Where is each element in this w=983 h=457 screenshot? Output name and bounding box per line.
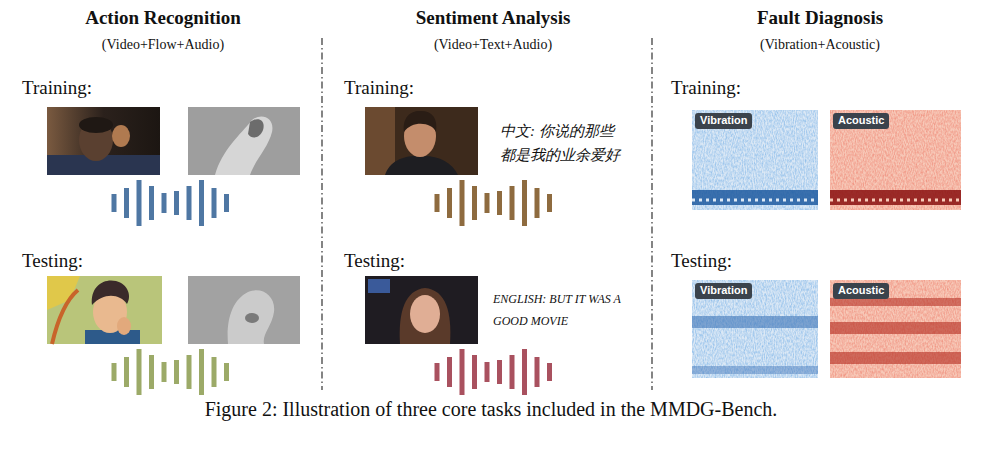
phase-label: Training: xyxy=(671,77,741,99)
cartoon-hair xyxy=(92,280,129,305)
spectrogram-ground xyxy=(830,280,961,378)
spectrogram-panel: Vibration xyxy=(692,280,818,378)
photo-ground xyxy=(47,107,160,175)
spectrogram-band xyxy=(692,190,818,205)
audio-waveform xyxy=(435,180,553,226)
divider-line xyxy=(651,38,652,390)
flow-shape xyxy=(248,119,264,137)
photo-head xyxy=(410,295,440,333)
photo-sign xyxy=(368,279,390,293)
spectrogram-streak xyxy=(830,199,961,202)
spectrogram-panel: Vibration xyxy=(692,110,818,210)
divider-line xyxy=(321,38,322,390)
phase-label: Testing: xyxy=(671,250,732,272)
photo-ground xyxy=(365,276,478,344)
spectrogram-band xyxy=(830,322,961,334)
flow-ground xyxy=(188,107,300,175)
spectrogram-band xyxy=(830,190,961,205)
spectrogram-band xyxy=(692,366,818,374)
spectrogram-noise xyxy=(830,280,961,378)
spectrogram-band xyxy=(830,352,961,364)
video-frame xyxy=(365,107,478,175)
phase-label: Testing: xyxy=(22,250,83,272)
spectrogram-streak xyxy=(692,199,818,202)
spectrogram-noise xyxy=(692,280,818,378)
photo-suit xyxy=(385,156,458,175)
audio-waveform xyxy=(435,349,553,395)
cartoon-stroke xyxy=(52,290,78,344)
spectrogram-band xyxy=(830,298,961,306)
spectrogram-noise xyxy=(830,110,961,210)
column-title: Action Recognition xyxy=(85,7,241,29)
modality-list: (Video+Text+Audio) xyxy=(434,36,552,53)
flow-ground xyxy=(188,276,300,344)
spectrogram-ground xyxy=(830,110,961,210)
transcript-text: 中文: 你说的那些 都是我的业余爱好 xyxy=(500,119,640,167)
video-frame xyxy=(47,107,160,175)
modality-badge: Vibration xyxy=(695,113,752,129)
photo-ground xyxy=(365,107,478,175)
spectrogram-panel: Acoustic xyxy=(830,280,961,378)
photo-light xyxy=(365,107,395,175)
video-frame xyxy=(365,276,478,344)
modality-badge: Vibration xyxy=(695,283,752,299)
spectrogram-ground xyxy=(692,280,818,378)
spectrogram-panel: Acoustic xyxy=(830,110,961,210)
spectrogram-ground xyxy=(692,110,818,210)
photo-hand xyxy=(112,125,130,147)
video-frame xyxy=(47,276,162,344)
flow-frame xyxy=(188,107,300,175)
phase-label: Testing: xyxy=(344,250,405,272)
flow-shape xyxy=(215,116,272,175)
flow-frame xyxy=(188,276,300,344)
vibration-spectrogram xyxy=(692,110,818,210)
photo-ground xyxy=(47,276,162,344)
photo-hair xyxy=(400,288,451,344)
column-title: Fault Diagnosis xyxy=(757,7,883,29)
figure-caption: Figure 2: Illustration of three core tas… xyxy=(205,398,778,420)
spectrogram-band xyxy=(692,316,818,328)
audio-waveform xyxy=(112,349,230,395)
modality-badge: Acoustic xyxy=(833,113,889,129)
acoustic-spectrogram xyxy=(830,280,961,378)
transcript-text: ENGLISH: BUT IT WAS A GOOD MOVIE xyxy=(493,288,641,332)
phase-label: Training: xyxy=(22,77,92,99)
modality-badge: Acoustic xyxy=(833,283,889,299)
spectrogram-noise xyxy=(692,110,818,210)
photo-hair xyxy=(404,111,437,132)
flow-shape xyxy=(245,313,259,323)
flow-shape xyxy=(228,290,275,344)
vibration-spectrogram xyxy=(692,280,818,378)
acoustic-spectrogram xyxy=(830,110,961,210)
cartoon-hand xyxy=(117,317,131,335)
photo-hair xyxy=(79,117,113,133)
modality-list: (Video+Flow+Audio) xyxy=(102,36,224,53)
audio-waveform xyxy=(112,180,230,226)
modality-list: (Vibration+Acoustic) xyxy=(760,36,880,53)
column-title: Sentiment Analysis xyxy=(416,7,571,29)
phase-label: Training: xyxy=(344,77,414,99)
